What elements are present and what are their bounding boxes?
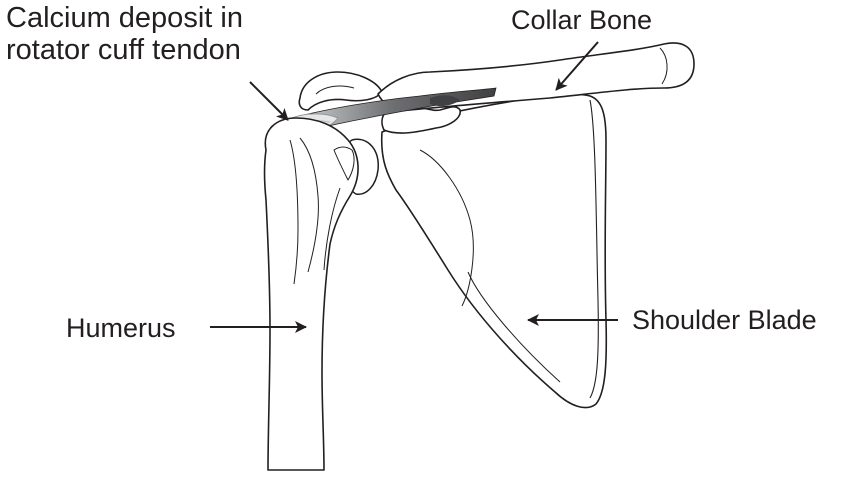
calcium-pointer-arrow bbox=[250, 82, 288, 120]
shoulder-blade-label: Shoulder Blade bbox=[632, 306, 817, 334]
humerus-label: Humerus bbox=[66, 314, 176, 342]
calcium-deposit-label-line1: Calcium deposit in bbox=[6, 4, 243, 32]
calcium-deposit-label-line2: rotator cuff tendon bbox=[6, 36, 241, 64]
collar-bone-label: Collar Bone bbox=[511, 6, 652, 34]
shoulder-blade-shape bbox=[382, 94, 607, 407]
humerus-shape bbox=[265, 118, 359, 470]
